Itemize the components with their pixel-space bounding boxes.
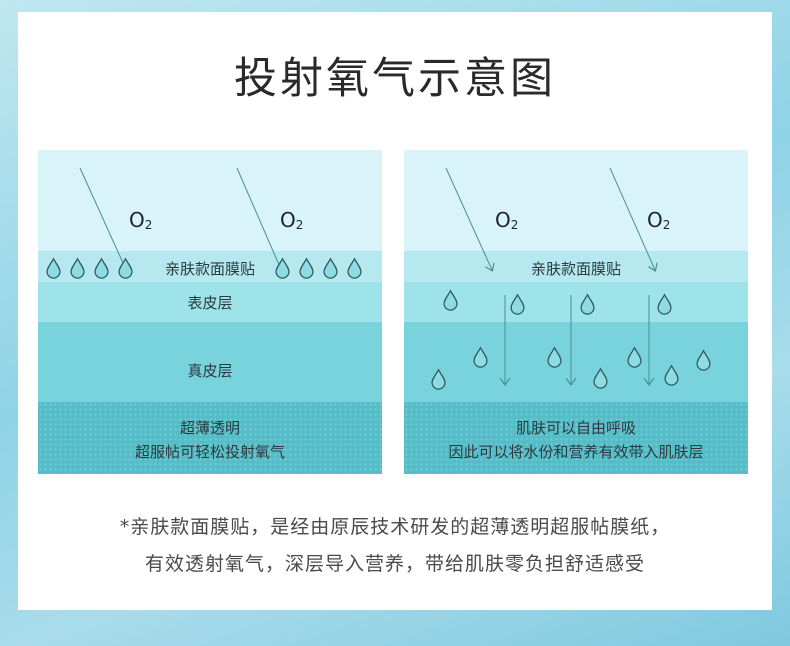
oxygen-arrow	[609, 167, 655, 270]
water-drop-icon	[431, 368, 446, 390]
dermis-layer	[404, 322, 748, 402]
right-diagram: O2 O2 亲肤款面膜贴 肌肤可以自由呼吸 因此可以将水份和营养有效带入肌肤层	[404, 150, 748, 474]
mask-label: 亲肤款面膜贴	[164, 260, 255, 278]
footnote-line-2: 有效透射氧气，深层导入营养，带给肌肤零负担舒适感受	[144, 553, 645, 575]
dermis-label: 真皮层	[187, 362, 233, 380]
footnote-line-1: *亲肤款面膜贴，是经由原辰技术研发的超薄透明超服帖膜纸，	[119, 516, 671, 538]
bottom-info-layer	[38, 402, 382, 474]
air-layer	[404, 150, 748, 251]
water-drop-icon	[299, 257, 314, 279]
water-drop-icon	[94, 257, 109, 279]
left-arrows	[79, 167, 284, 275]
o2-label: O2	[280, 208, 304, 232]
o2-label: O2	[647, 208, 671, 232]
water-drop-icon	[347, 257, 362, 279]
dermis-layer	[38, 322, 382, 402]
water-drop-icon	[275, 257, 290, 279]
epidermis-label: 表皮层	[187, 294, 233, 312]
page-title: 投射氧气示意图	[234, 54, 556, 104]
water-drop-icon	[657, 293, 672, 315]
mask-layer	[38, 251, 382, 282]
water-drop-icon	[593, 367, 608, 389]
bottom-line-1: 超薄透明	[179, 419, 240, 437]
mask-layer	[404, 251, 748, 282]
water-drop-icon	[473, 346, 488, 368]
bottom-info-layer	[404, 402, 748, 474]
water-drop-icon	[696, 349, 711, 371]
water-drop-icon	[443, 289, 458, 311]
oxygen-blocked-arrow	[79, 167, 129, 275]
bottom-line-1: 肌肤可以自由呼吸	[515, 419, 636, 437]
bottom-line-2: 因此可以将水份和营养有效带入肌肤层	[448, 443, 704, 461]
bottom-line-2: 超服帖可轻松投射氧气	[134, 443, 285, 461]
water-drop-icon	[664, 364, 679, 386]
water-drop-icon	[323, 257, 338, 279]
water-drop-icon	[547, 346, 562, 368]
air-layer	[38, 150, 382, 251]
o2-label: O2	[495, 208, 519, 232]
oxygen-blocked-arrow	[236, 167, 284, 275]
o2-label: O2	[129, 208, 153, 232]
water-drop-icon	[70, 257, 85, 279]
right-arrows	[445, 167, 748, 474]
left-diagram: O2 O2 亲肤款面膜贴 表皮层 真皮层 超薄透明 超服帖可轻松投射氧气	[38, 150, 382, 474]
water-drop-icon	[580, 293, 595, 315]
water-drop-icon	[118, 257, 133, 279]
water-drop-icon	[627, 346, 642, 368]
oxygen-arrow	[445, 167, 492, 270]
epidermis-layer	[404, 282, 748, 322]
water-drop-icon	[46, 257, 61, 279]
water-drop-icon	[510, 293, 525, 315]
mask-label: 亲肤款面膜贴	[530, 260, 621, 278]
epidermis-layer	[38, 282, 382, 322]
